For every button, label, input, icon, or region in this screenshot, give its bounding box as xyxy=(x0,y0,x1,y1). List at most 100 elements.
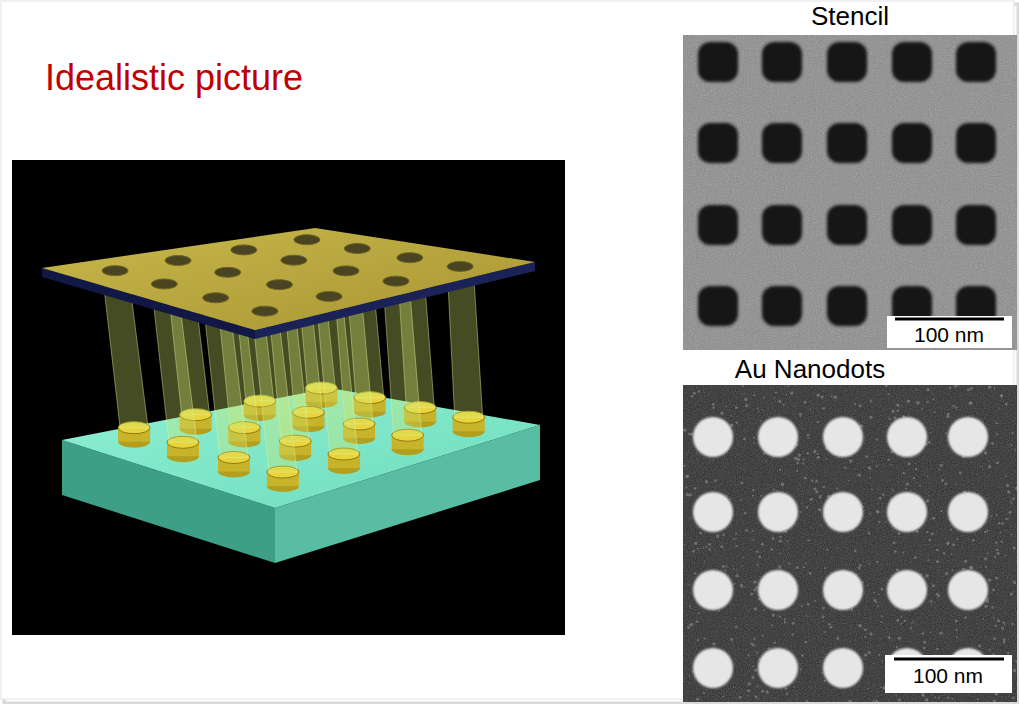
grain-speck xyxy=(901,616,903,618)
grain-speck xyxy=(910,627,912,629)
grain-speck xyxy=(780,553,782,555)
grain-speck xyxy=(1011,445,1013,447)
grain-speck xyxy=(729,498,731,500)
grain-speck xyxy=(704,560,705,561)
grain-speck xyxy=(740,584,743,587)
grain-speck xyxy=(893,541,896,544)
grain-speck xyxy=(822,651,823,652)
stencil-hole xyxy=(316,291,342,301)
grain-speck xyxy=(970,566,973,569)
grain-speck xyxy=(713,406,716,409)
stencil-aperture xyxy=(827,42,867,82)
grain-speck xyxy=(779,536,781,538)
grain-speck xyxy=(969,402,972,405)
grain-speck xyxy=(744,398,747,401)
grain-speck xyxy=(708,543,711,546)
grain-speck xyxy=(955,483,957,485)
grain-speck xyxy=(956,636,958,638)
grain-speck xyxy=(1003,641,1005,643)
grain-speck xyxy=(895,695,897,697)
stencil-hole xyxy=(102,266,128,276)
grain-speck xyxy=(689,584,691,586)
grain-speck xyxy=(892,489,894,491)
au-nanodot xyxy=(823,570,863,610)
grain-speck xyxy=(752,530,754,532)
grain-speck xyxy=(689,605,691,607)
grain-speck xyxy=(712,642,715,645)
grain-speck xyxy=(1015,660,1017,662)
grain-speck xyxy=(996,462,999,465)
grain-speck xyxy=(814,600,816,602)
grain-speck xyxy=(716,534,719,537)
grain-speck xyxy=(800,573,801,574)
grain-speck xyxy=(952,569,954,571)
grain-speck xyxy=(923,647,926,650)
panel-title: Idealistic picture xyxy=(45,58,303,98)
grain-speck xyxy=(1005,555,1006,556)
grain-speck xyxy=(981,466,983,468)
grain-speck xyxy=(1012,497,1015,500)
grain-speck xyxy=(824,567,826,569)
grain-speck xyxy=(713,460,714,461)
grain-speck xyxy=(848,699,851,702)
grain-speck xyxy=(733,687,734,688)
grain-speck xyxy=(742,565,744,567)
grain-speck xyxy=(919,485,921,487)
grain-speck xyxy=(986,531,988,533)
stencil-hole xyxy=(294,235,320,245)
grain-speck xyxy=(703,637,705,639)
grain-speck xyxy=(805,615,806,616)
grain-speck xyxy=(816,394,819,397)
grain-speck xyxy=(817,453,819,455)
grain-speck xyxy=(1014,449,1016,451)
grain-speck xyxy=(743,557,745,559)
sem-ground xyxy=(683,385,1017,702)
grain-speck xyxy=(836,637,839,640)
grain-speck xyxy=(998,522,1000,524)
grain-speck xyxy=(952,405,954,407)
grain-speck xyxy=(871,489,873,491)
grain-speck xyxy=(926,499,929,502)
grain-speck xyxy=(760,420,762,422)
grain-speck xyxy=(946,415,949,418)
grain-speck xyxy=(854,403,856,405)
grain-speck xyxy=(944,482,947,485)
grain-speck xyxy=(996,433,998,435)
grain-speck xyxy=(694,572,697,575)
grain-speck xyxy=(916,530,919,533)
grain-speck xyxy=(873,663,874,664)
au-nanodot xyxy=(693,570,733,610)
au-nanodot xyxy=(887,492,927,532)
grain-speck xyxy=(906,482,909,485)
grain-speck xyxy=(925,574,928,577)
grain-speck xyxy=(868,466,871,469)
grain-speck xyxy=(869,563,871,565)
grain-speck xyxy=(1013,591,1015,593)
grain-speck xyxy=(894,417,897,420)
grain-speck xyxy=(752,495,754,497)
grain-speck xyxy=(931,604,932,605)
grain-speck xyxy=(735,533,737,535)
grain-speck xyxy=(699,532,702,535)
grain-speck xyxy=(833,395,837,399)
grain-speck xyxy=(756,651,758,653)
grain-speck xyxy=(952,543,955,546)
grain-speck xyxy=(761,690,764,693)
grain-speck xyxy=(793,686,794,687)
grain-speck xyxy=(703,547,705,549)
nanodot-cylinder xyxy=(447,266,485,437)
grain-speck xyxy=(747,695,749,697)
grain-speck xyxy=(753,580,756,583)
grain-speck xyxy=(696,620,699,623)
au-nanodot xyxy=(758,648,798,688)
stencil-aperture xyxy=(892,123,932,163)
grain-speck xyxy=(722,534,724,536)
grain-speck xyxy=(864,653,867,656)
grain-speck xyxy=(878,521,880,523)
grain-speck xyxy=(807,539,809,541)
grain-speck xyxy=(867,585,868,586)
grain-speck xyxy=(970,401,971,402)
grain-speck xyxy=(896,403,899,406)
grain-speck xyxy=(990,515,992,517)
grain-speck xyxy=(905,488,907,490)
